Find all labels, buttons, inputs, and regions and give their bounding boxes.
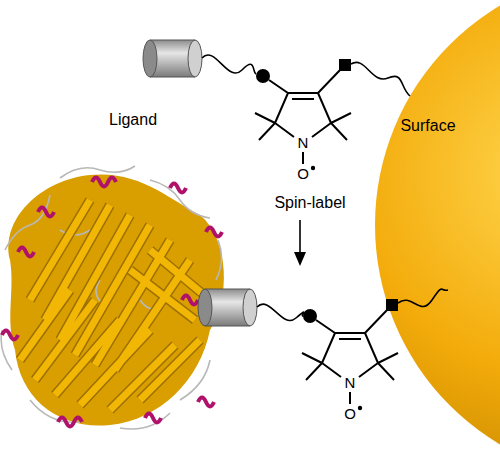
atom-symbol: N bbox=[345, 375, 356, 392]
protein-strands bbox=[20, 200, 210, 410]
protein-ribbon bbox=[1, 166, 224, 429]
ligand-cylinder bbox=[198, 289, 257, 326]
arrow-head bbox=[294, 252, 306, 266]
cylinder-cap bbox=[198, 289, 212, 326]
atom-symbol: O bbox=[297, 166, 309, 183]
part-label: Surface bbox=[400, 117, 455, 135]
tether-line bbox=[257, 304, 304, 320]
protein-strand-edges bbox=[20, 200, 210, 410]
nitroxide-ring bbox=[302, 299, 398, 410]
protein-helices bbox=[2, 178, 222, 427]
arrow-shaft bbox=[299, 220, 301, 254]
protein-loops bbox=[1, 166, 221, 429]
atom-symbol: O bbox=[344, 406, 356, 423]
cylinder-outline bbox=[150, 40, 195, 77]
atom-symbol: N bbox=[298, 135, 309, 152]
part-label: Ligand bbox=[109, 111, 157, 129]
cylinder-face bbox=[188, 40, 202, 77]
cylinder-outline bbox=[205, 289, 250, 326]
tether-line bbox=[351, 62, 410, 96]
cylinder-face bbox=[243, 289, 257, 326]
tether-line bbox=[398, 289, 448, 307]
ligand-cylinder bbox=[143, 40, 202, 77]
cylinder-cap bbox=[143, 40, 157, 77]
nitroxide-ring bbox=[255, 59, 351, 170]
part-label: Spin-label bbox=[274, 194, 345, 212]
gold-surface bbox=[375, 0, 500, 458]
tether-line bbox=[202, 55, 256, 74]
